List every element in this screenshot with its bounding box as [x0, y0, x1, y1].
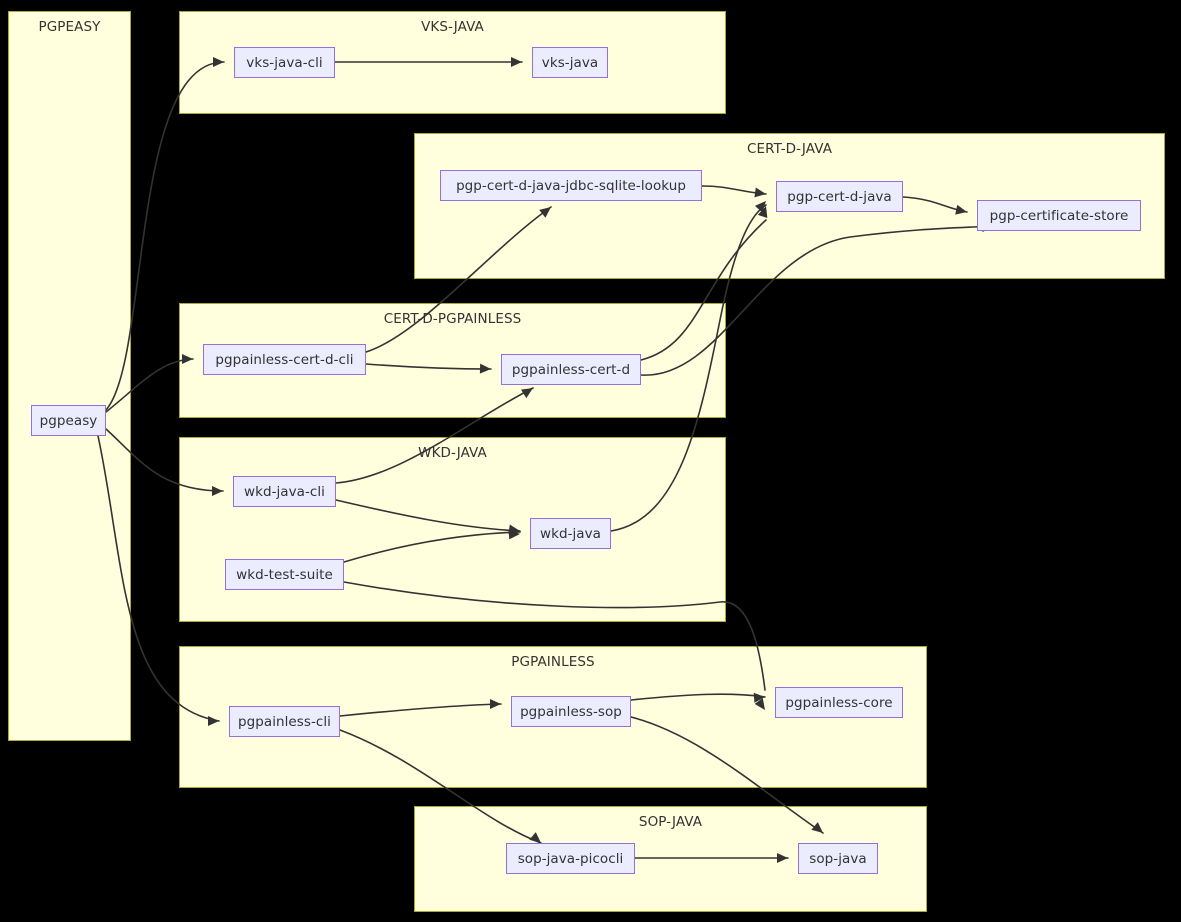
node-wkd-java[interactable]: wkd-java: [530, 518, 611, 549]
cluster-label-wkd-java: WKD-JAVA: [418, 445, 487, 461]
node-label: pgpainless-core: [785, 694, 893, 711]
node-pgpainless-sop[interactable]: pgpainless-sop: [511, 696, 631, 727]
node-pgp-certificate-store[interactable]: pgp-certificate-store: [977, 200, 1141, 231]
node-label: pgp-certificate-store: [989, 207, 1129, 224]
cluster-label-pgpainless: PGPAINLESS: [511, 654, 595, 670]
node-vks-java-cli[interactable]: vks-java-cli: [234, 47, 335, 78]
node-pgpainless-cert-d-cli[interactable]: pgpainless-cert-d-cli: [203, 344, 366, 375]
node-pgpeasy[interactable]: pgpeasy: [31, 405, 106, 436]
node-label: sop-java-picocli: [517, 850, 624, 867]
node-label: pgpainless-cli: [238, 713, 331, 730]
node-sop-java[interactable]: sop-java: [798, 843, 878, 874]
node-label: pgp-cert-d-java: [787, 188, 892, 205]
node-pgpainless-cert-d[interactable]: pgpainless-cert-d: [501, 354, 641, 385]
cluster-wkd-java[interactable]: WKD-JAVA: [179, 437, 726, 622]
node-pgp-cert-d-java[interactable]: pgp-cert-d-java: [776, 181, 903, 212]
cluster-label-cert-d-java: CERT-D-JAVA: [746, 141, 833, 157]
node-label: wkd-java-cli: [244, 483, 325, 500]
node-label: pgpainless-sop: [520, 703, 622, 720]
cluster-label-pgpeasy: PGPEASY: [38, 19, 101, 35]
node-pgpainless-cli[interactable]: pgpainless-cli: [229, 706, 340, 737]
node-pgpainless-core[interactable]: pgpainless-core: [775, 687, 903, 718]
node-sop-java-picocli[interactable]: sop-java-picocli: [506, 843, 635, 874]
node-wkd-java-cli[interactable]: wkd-java-cli: [233, 476, 336, 507]
node-label: vks-java-cli: [246, 54, 323, 71]
cluster-label-vks-java: VKS-JAVA: [421, 19, 484, 35]
node-label: vks-java: [541, 54, 599, 71]
node-label: pgpeasy: [39, 412, 98, 429]
cluster-pgpeasy[interactable]: PGPEASY: [8, 11, 131, 741]
cluster-label-cert-d-pgpainless: CERT-D-PGPAINLESS: [383, 311, 522, 327]
node-label: sop-java: [809, 850, 867, 867]
node-wkd-test-suite[interactable]: wkd-test-suite: [225, 559, 344, 590]
node-label: pgpainless-cert-d-cli: [215, 351, 354, 368]
node-label: wkd-test-suite: [236, 566, 333, 583]
node-label: pgp-cert-d-java-jdbc-sqlite-lookup: [456, 177, 686, 194]
node-vks-java[interactable]: vks-java: [532, 47, 608, 78]
node-pgp-cert-d-java-jdbc-sqlite-lookup[interactable]: pgp-cert-d-java-jdbc-sqlite-lookup: [440, 170, 702, 201]
cluster-label-sop-java: SOP-JAVA: [638, 814, 703, 830]
node-label: wkd-java: [540, 525, 601, 542]
node-label: pgpainless-cert-d: [511, 361, 631, 378]
